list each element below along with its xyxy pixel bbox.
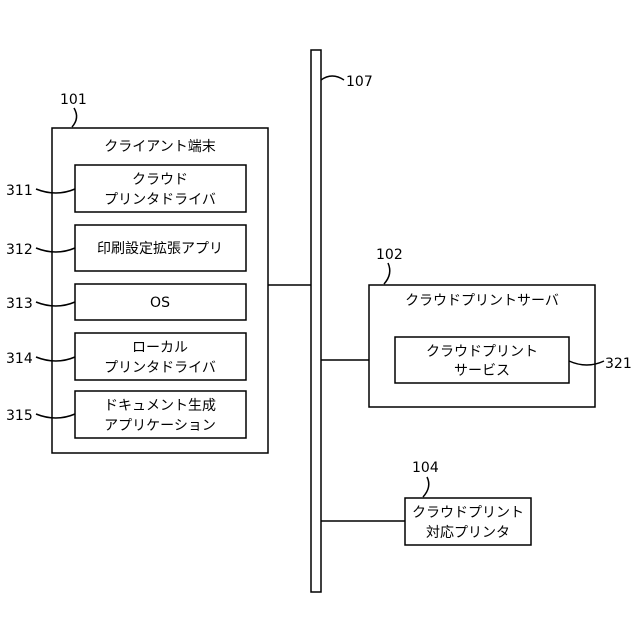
cloud-print-server-leader: [384, 263, 390, 284]
printer-ref: 104: [412, 460, 439, 476]
module-document-generation-app: ドキュメント生成 アプリケーション 315: [6, 391, 246, 438]
service-label: クラウドプリント: [426, 344, 538, 360]
client-terminal-ref: 101: [60, 92, 87, 108]
module-label: アプリケーション: [104, 418, 216, 434]
network-bus-ref: 107: [346, 74, 373, 90]
module-ref: 315: [6, 408, 33, 424]
module-ref: 314: [6, 351, 33, 367]
module-label: クラウド: [132, 172, 188, 188]
service-label: サービス: [454, 363, 510, 379]
client-terminal-title: クライアント端末: [104, 139, 215, 155]
cloud-print-server: クラウドプリントサーバ 102 クラウドプリント サービス 321: [369, 247, 632, 407]
module-cloud-printer-driver: クラウド プリンタドライバ 311: [6, 165, 246, 212]
module-ref: 313: [6, 296, 33, 312]
module-label: 印刷設定拡張アプリ: [97, 241, 223, 257]
service-ref: 321: [605, 356, 632, 372]
module-label: プリンタドライバ: [104, 360, 216, 376]
module-local-printer-driver: ローカル プリンタドライバ 314: [6, 333, 246, 380]
printer-leader: [423, 477, 429, 497]
module-ref: 311: [6, 183, 33, 199]
cloud-print-service: クラウドプリント サービス 321: [395, 337, 632, 383]
printer-label: クラウドプリント: [412, 505, 524, 521]
network-bus: [311, 50, 321, 592]
module-print-settings-extension-app: 印刷設定拡張アプリ 312: [6, 225, 246, 271]
client-terminal-leader: [72, 108, 77, 127]
cloud-print-server-ref: 102: [376, 247, 403, 263]
client-terminal: クライアント端末 101 クラウド プリンタドライバ 311 印刷設定拡張アプリ…: [6, 92, 268, 453]
cloud-print-server-title: クラウドプリントサーバ: [405, 293, 559, 309]
module-label: OS: [150, 295, 170, 311]
module-os: OS 313: [6, 284, 246, 320]
module-label: ローカル: [132, 340, 188, 356]
cloud-print-printer: クラウドプリント 対応プリンタ 104: [405, 460, 531, 545]
network-bus-leader: [321, 76, 344, 80]
module-ref: 312: [6, 242, 33, 258]
module-label: プリンタドライバ: [104, 192, 216, 208]
printer-label: 対応プリンタ: [426, 525, 510, 541]
module-label: ドキュメント生成: [104, 398, 216, 414]
